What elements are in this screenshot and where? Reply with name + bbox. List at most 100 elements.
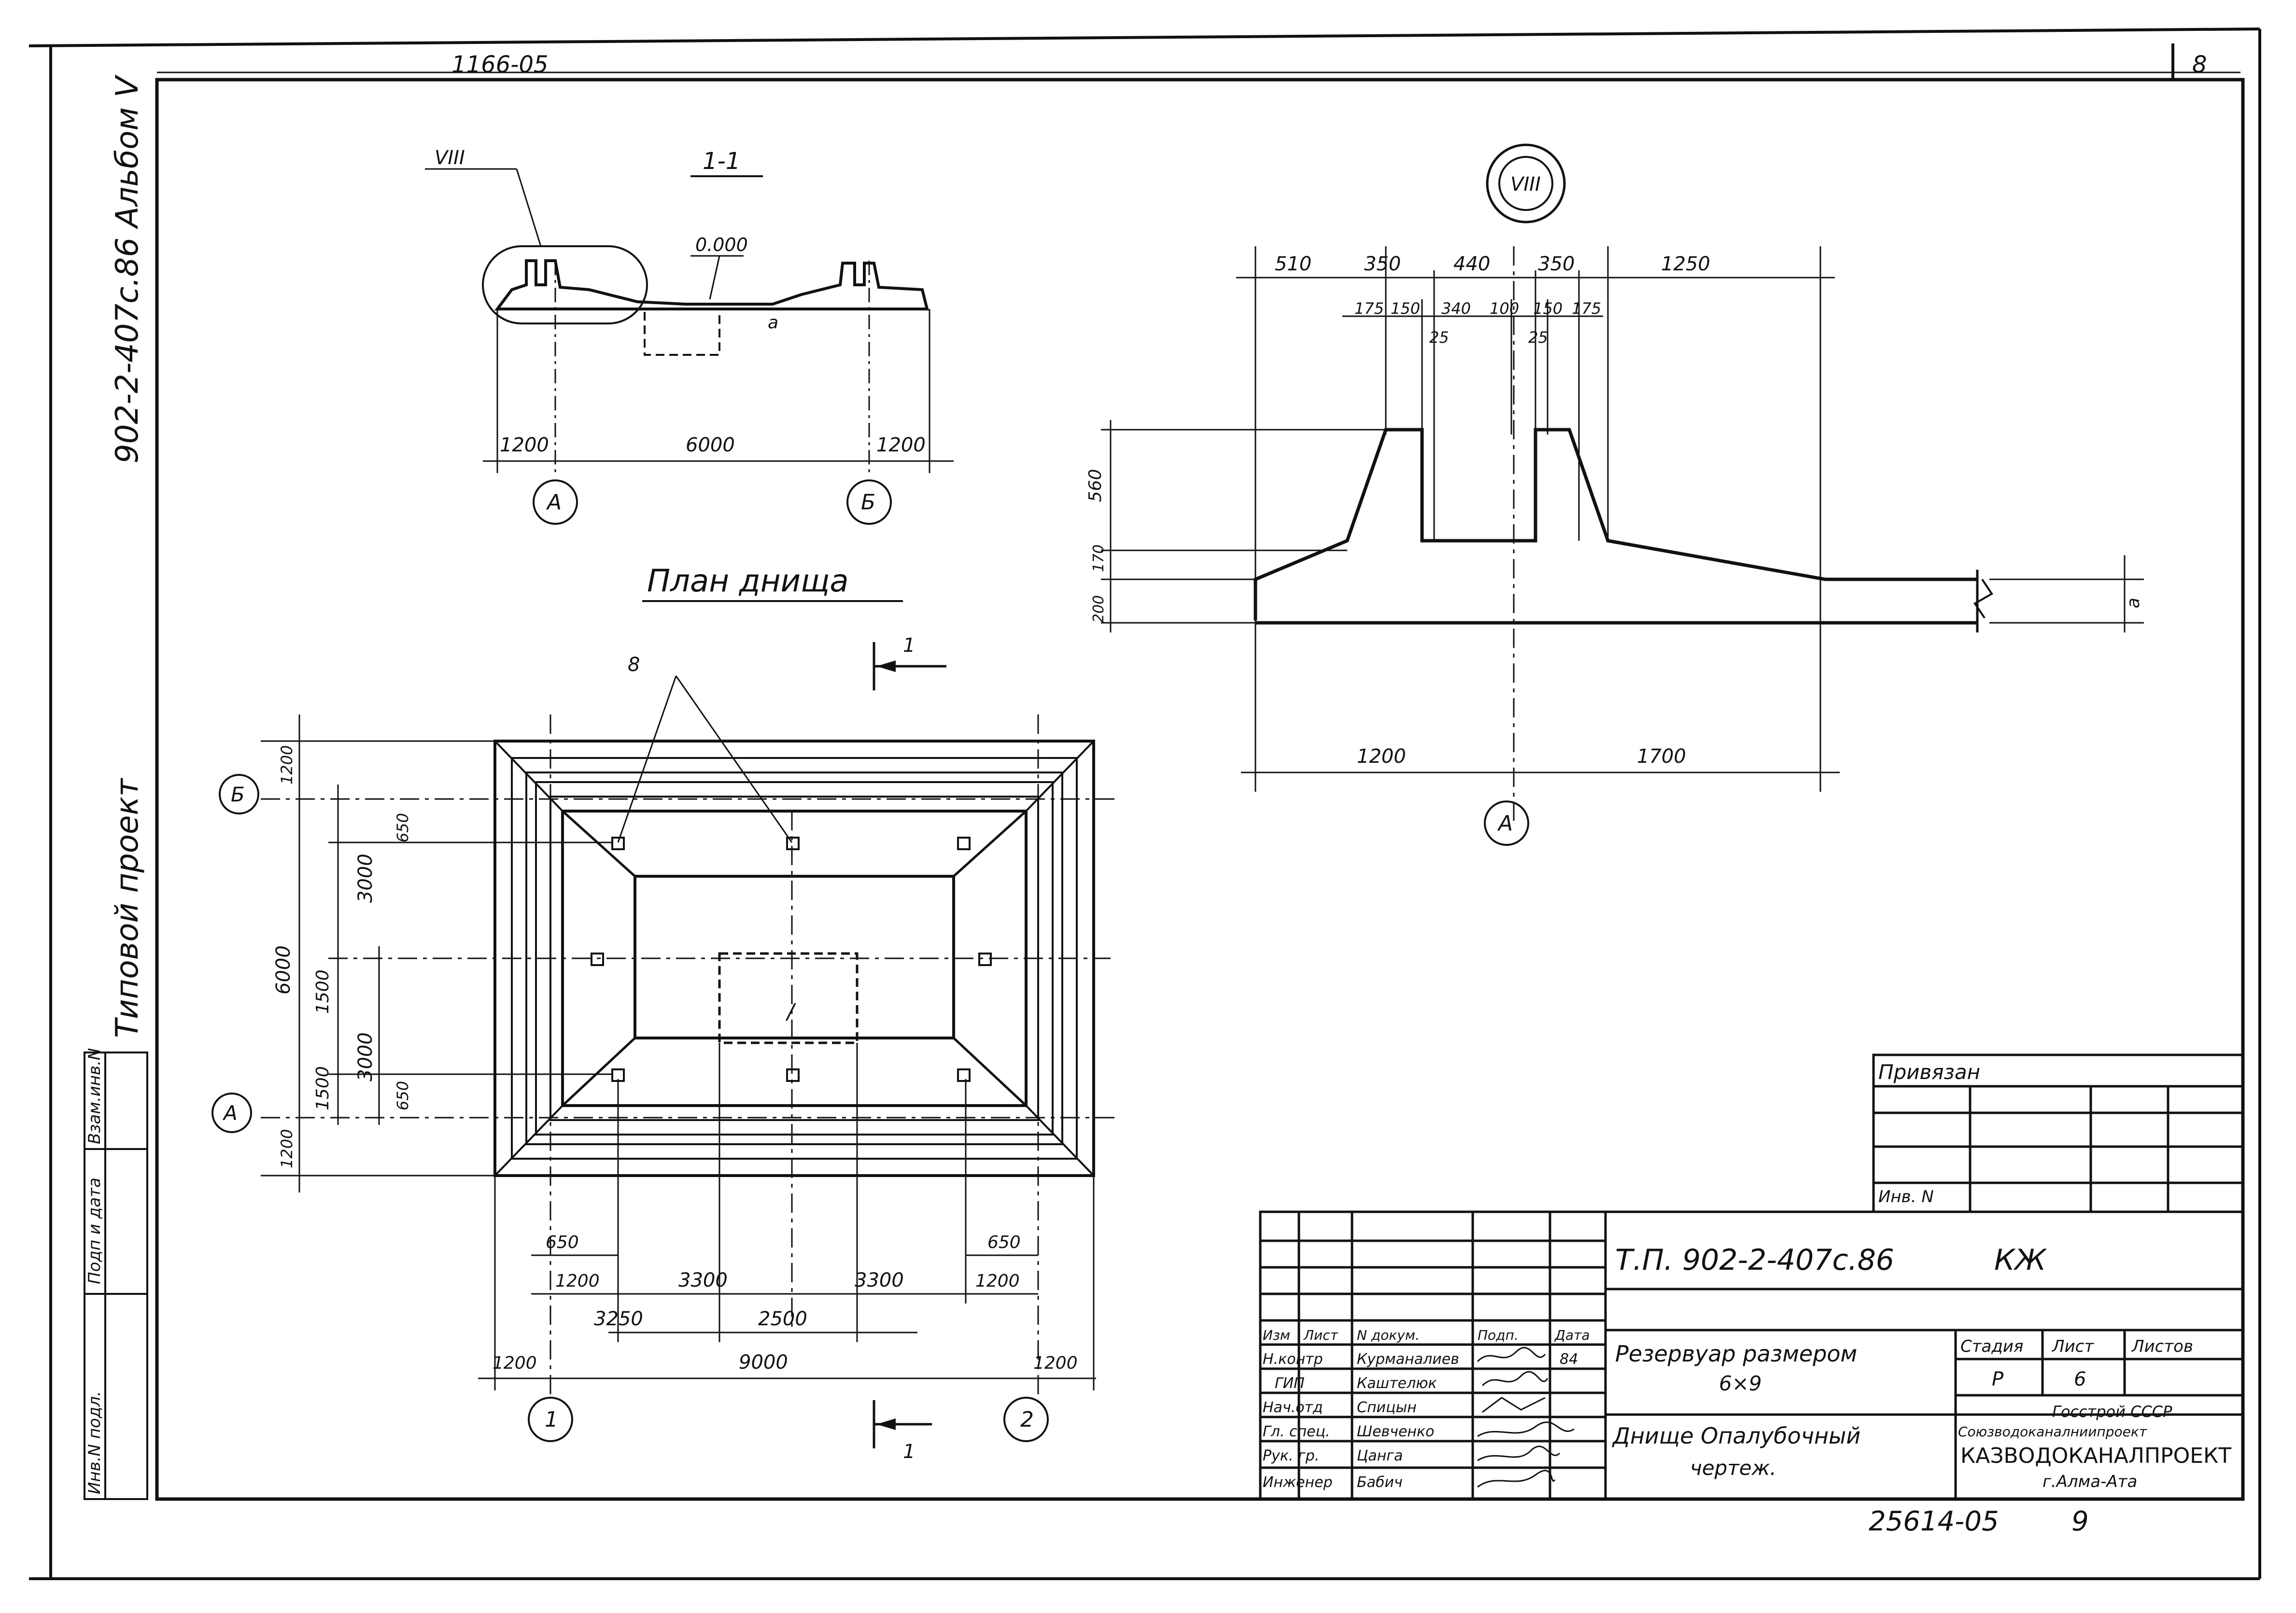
- plan-ldim-3000-top: 3000: [354, 854, 377, 903]
- tb-org-2: Союзводоканалниипроект: [1958, 1424, 2147, 1440]
- detail-dim-440: 440: [1453, 253, 1490, 275]
- plan-bdim-1200-a: 1200: [555, 1271, 600, 1291]
- plan-callout-8: 8: [628, 654, 640, 676]
- tb-sheet-title-2: чертеж.: [1690, 1456, 1776, 1480]
- side-label-album: 902-2-407с.86 Альбом V: [110, 74, 145, 463]
- plan-bdim-3250: 3250: [594, 1308, 643, 1330]
- detail-subdim-150-a: 150: [1391, 299, 1420, 318]
- detail-smalldim-25-a: 25: [1429, 328, 1449, 347]
- sheet-number-top: 8: [2192, 51, 2207, 78]
- section-axis-a: А: [546, 490, 562, 515]
- detail-dim-a: a: [2124, 598, 2143, 608]
- side-label-project: Типовой проект: [110, 778, 145, 1038]
- plan-ldim-1500-b: 1500: [313, 1066, 333, 1110]
- tb-row-role: Инженер: [1263, 1474, 1333, 1491]
- privyazan-title: Привязан: [1878, 1060, 1980, 1084]
- detail-vdim-200: 200: [1090, 595, 1107, 623]
- detail-dim-350-b: 350: [1538, 253, 1575, 275]
- plan-bdim-3300-b: 3300: [855, 1269, 904, 1291]
- section-title: 1-1: [703, 148, 740, 175]
- tb-sheets-header: Листов: [2131, 1337, 2193, 1356]
- plan-axis-2: 2: [1020, 1407, 1034, 1432]
- plan-bdim-650-left: 650: [546, 1233, 579, 1252]
- tb-hdr-doc: N докум.: [1357, 1327, 1420, 1343]
- section-arrow-top: 1: [903, 634, 915, 657]
- sheet-frame: [28, 28, 2261, 1580]
- tb-row: Гл. спец. Шевченко: [1263, 1423, 1435, 1440]
- tb-row-role: Н.контр: [1263, 1351, 1323, 1368]
- tb-row-name: Цанга: [1357, 1447, 1403, 1464]
- plan-axis-a: А: [222, 1101, 238, 1125]
- tb-row: Нач.отд Спицын: [1263, 1399, 1417, 1416]
- margin-col-replace: Взам.инв.N: [85, 1048, 104, 1144]
- tb-row-role: Нач.отд: [1263, 1399, 1323, 1416]
- detail-smalldim-25-b: 25: [1528, 328, 1548, 347]
- tb-row-name: Каштелюк: [1357, 1375, 1437, 1392]
- plan-axis-1: 1: [545, 1407, 558, 1432]
- plan-bdim-2500: 2500: [758, 1308, 807, 1330]
- tb-row-name: Спицын: [1357, 1399, 1417, 1416]
- tb-org-3: КАЗВОДОКАНАЛПРОЕКТ: [1960, 1444, 2231, 1468]
- detail-dim-510: 510: [1275, 253, 1311, 275]
- plan-ldim-6000: 6000: [272, 945, 295, 995]
- footer-page: 9: [2071, 1506, 2089, 1537]
- tb-object-title-2: 6×9: [1719, 1372, 1762, 1395]
- plan-ldim-1200-top: 1200: [278, 745, 296, 785]
- section-axis-b: Б: [861, 490, 875, 515]
- tb-org-1: Госстрой СССР: [2052, 1403, 2172, 1421]
- detail-axis-a: А: [1497, 811, 1513, 836]
- plan-bdim-650-right: 650: [987, 1233, 1021, 1252]
- plan-bdim-1200-b: 1200: [975, 1271, 1020, 1291]
- plan-bdim-1200-d: 1200: [1033, 1353, 1078, 1373]
- plan-ldim-650-top: 650: [394, 813, 412, 842]
- detail-subdim-150-b: 150: [1533, 299, 1563, 318]
- section-arrow-bottom: 1: [903, 1441, 915, 1463]
- section-dim-1200-right: 1200: [876, 434, 926, 456]
- tb-hdr-date: Дата: [1554, 1327, 1590, 1343]
- privyazan-inv: Инв. N: [1878, 1187, 1934, 1206]
- detail-subdim-340: 340: [1441, 299, 1471, 318]
- plan-ldim-3000-bottom: 3000: [354, 1032, 377, 1081]
- detail-vdim-560: 560: [1085, 469, 1105, 502]
- tb-row: Н.контр Курманалиев 84: [1263, 1351, 1578, 1368]
- plan-bottom: План днища 1 1: [211, 563, 1120, 1463]
- tb-project-code: Т.П. 902-2-407с.86: [1615, 1243, 1894, 1277]
- margin-col-sign: Подп и дата: [85, 1178, 104, 1284]
- section-dim-6000: 6000: [686, 434, 735, 456]
- tb-hdr-list: Лист: [1303, 1327, 1338, 1343]
- doc-code-top: 1166-05: [451, 51, 549, 78]
- tb-row-name: Курманалиев: [1357, 1351, 1459, 1368]
- margin-stamp: [84, 1052, 148, 1500]
- tb-row-name: Шевченко: [1357, 1423, 1435, 1440]
- detail-vdim-170: 170: [1090, 545, 1107, 572]
- plan-ldim-1500-a: 1500: [313, 969, 333, 1014]
- tb-row-name: Бабич: [1357, 1474, 1403, 1491]
- plan-bdim-9000: 9000: [739, 1351, 788, 1374]
- tb-hdr-izm: Изм: [1263, 1327, 1290, 1343]
- detail-bdim-1700: 1700: [1637, 745, 1686, 768]
- detail-bdim-1200: 1200: [1357, 745, 1406, 768]
- detail-subdim-175-a: 175: [1354, 299, 1384, 318]
- detail-title: VIII: [1510, 173, 1541, 196]
- section-callout-viii: VIII: [435, 147, 465, 169]
- embedded-plates: [591, 837, 992, 1082]
- tb-row-date: 84: [1560, 1351, 1578, 1368]
- plan-title: План днища: [647, 563, 849, 599]
- plan-axis-b: Б: [231, 783, 245, 806]
- detail-dim-1250: 1250: [1661, 253, 1710, 275]
- hatch-label: /: [785, 999, 796, 1024]
- plan-bdim-3300-a: 3300: [678, 1269, 728, 1291]
- section-dim-a: a: [768, 313, 778, 333]
- tb-object-title-1: Резервуар размером: [1615, 1341, 1857, 1367]
- detail-dim-350-a: 350: [1364, 253, 1401, 275]
- tb-stage-header: Стадия: [1960, 1337, 2023, 1356]
- detail-subdim-100: 100: [1490, 299, 1519, 318]
- tb-mark: КЖ: [1994, 1243, 2047, 1277]
- tb-row: ГИП Каштелюк: [1275, 1375, 1437, 1392]
- tb-hdr-sign: Подп.: [1478, 1327, 1519, 1343]
- detail-subdim-175-b: 175: [1572, 299, 1601, 318]
- plan-ldim-1200-bottom: 1200: [278, 1129, 296, 1168]
- detail-viii: VIII 510 350 440 350 1250 175 150 340 10…: [1085, 143, 2144, 846]
- tb-stage: Р: [1992, 1368, 2004, 1390]
